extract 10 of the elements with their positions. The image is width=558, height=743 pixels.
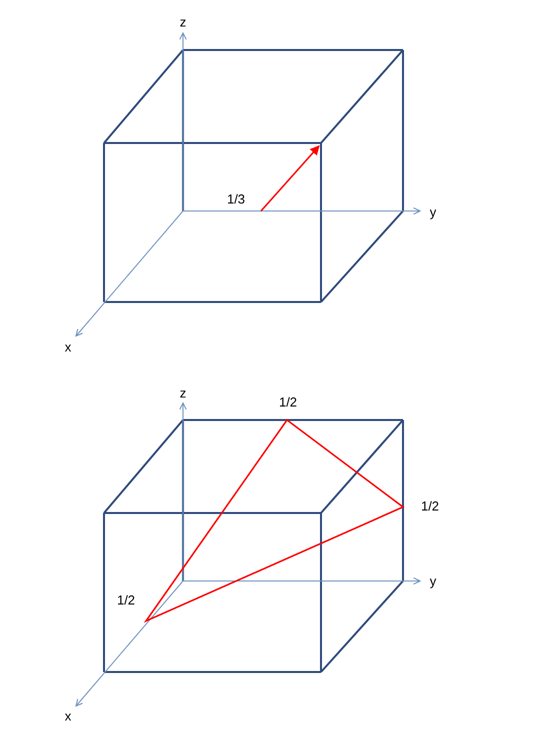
axis-label: z — [180, 386, 186, 400]
fraction-label: 1/3 — [226, 192, 246, 206]
axis-label: y — [430, 574, 436, 588]
axis-label: x — [64, 340, 72, 354]
fraction-label: 1/2 — [420, 500, 440, 512]
axis-label: y — [430, 206, 436, 218]
fraction-label: 1/2 — [278, 396, 298, 408]
axis-label: z — [180, 16, 186, 28]
axis-label: x — [64, 710, 72, 722]
fraction-label: 1/2 — [116, 594, 136, 606]
